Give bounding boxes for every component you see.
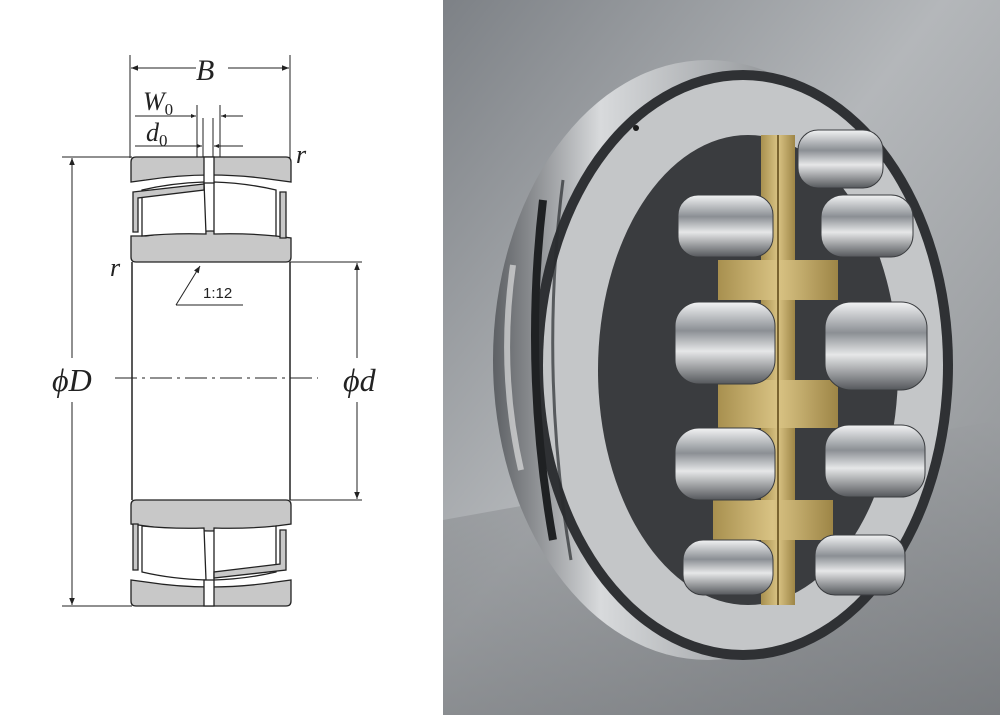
chamfer-top-label: r: [296, 140, 307, 169]
taper-label: 1:12: [203, 285, 232, 302]
top-section: [130, 156, 292, 263]
taper-indicator: [175, 265, 243, 306]
groove-width-label: W0: [143, 87, 173, 119]
bottom-section: [130, 499, 292, 607]
bearing-photo: [443, 0, 1000, 715]
chamfer-left-label: r: [110, 253, 121, 282]
bearing-cross-section-drawing: B W0 d0 r r ϕD ϕd: [52, 54, 377, 607]
width-label: B: [196, 54, 214, 87]
groove-dimensions: [135, 105, 243, 160]
rollers: [674, 129, 928, 596]
hole-diameter-label: d0: [146, 118, 168, 150]
width-dimension: [129, 55, 291, 158]
outer-diameter-label: ϕD: [52, 362, 92, 398]
bore-label: ϕd: [343, 362, 377, 398]
